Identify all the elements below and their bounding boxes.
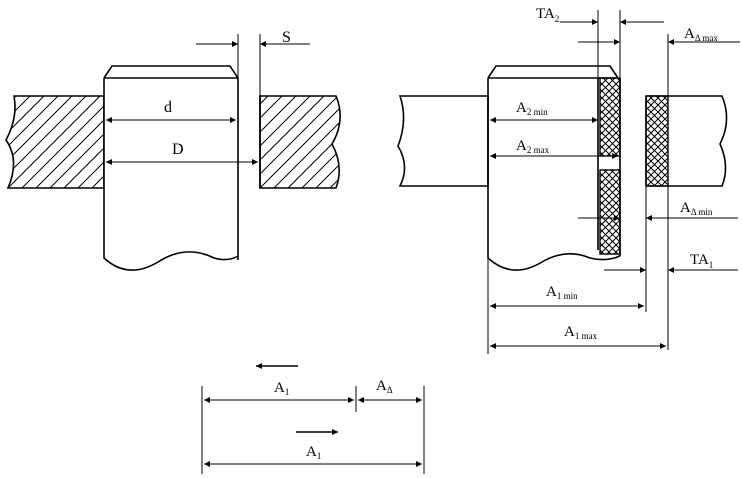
left-shaft bbox=[103, 65, 239, 271]
hole-tolerance-zone bbox=[645, 95, 669, 187]
ta2-label: TA2 bbox=[536, 6, 559, 24]
left-housing-right bbox=[259, 95, 341, 189]
s-label: S bbox=[282, 29, 291, 46]
right-housing-right bbox=[646, 95, 728, 187]
a-delta-max-label: AΔ max bbox=[684, 26, 718, 43]
shaft-tolerance-zone-lower bbox=[599, 169, 621, 255]
chain-a-delta-label: AΔ bbox=[376, 378, 393, 395]
a-delta-min-label: AΔ min bbox=[680, 200, 713, 217]
right-fit-drawing bbox=[397, 65, 728, 271]
a1-min-label: A1 min bbox=[546, 284, 578, 301]
D-label: D bbox=[172, 141, 184, 158]
chain-a1-total-label: A1 bbox=[306, 444, 321, 461]
right-housing-left bbox=[397, 95, 489, 187]
d-label: d bbox=[164, 99, 172, 116]
a1-max-label: A1 max bbox=[564, 324, 598, 341]
a2-min-label: A2 min bbox=[516, 100, 548, 117]
left-dimensions bbox=[106, 34, 310, 165]
left-fit-drawing bbox=[5, 65, 341, 271]
dimension-chain bbox=[201, 363, 425, 474]
ta1-label: TA1 bbox=[690, 252, 713, 270]
chain-a1-label: A1 bbox=[274, 380, 289, 397]
right-shaft-top bbox=[487, 65, 619, 79]
right-dimensions bbox=[487, 10, 740, 354]
a2-max-label: A2 max bbox=[516, 138, 550, 155]
shaft-tolerance-zone-upper bbox=[599, 77, 621, 157]
left-housing-left bbox=[5, 95, 105, 189]
right-shaft-body bbox=[487, 78, 621, 271]
